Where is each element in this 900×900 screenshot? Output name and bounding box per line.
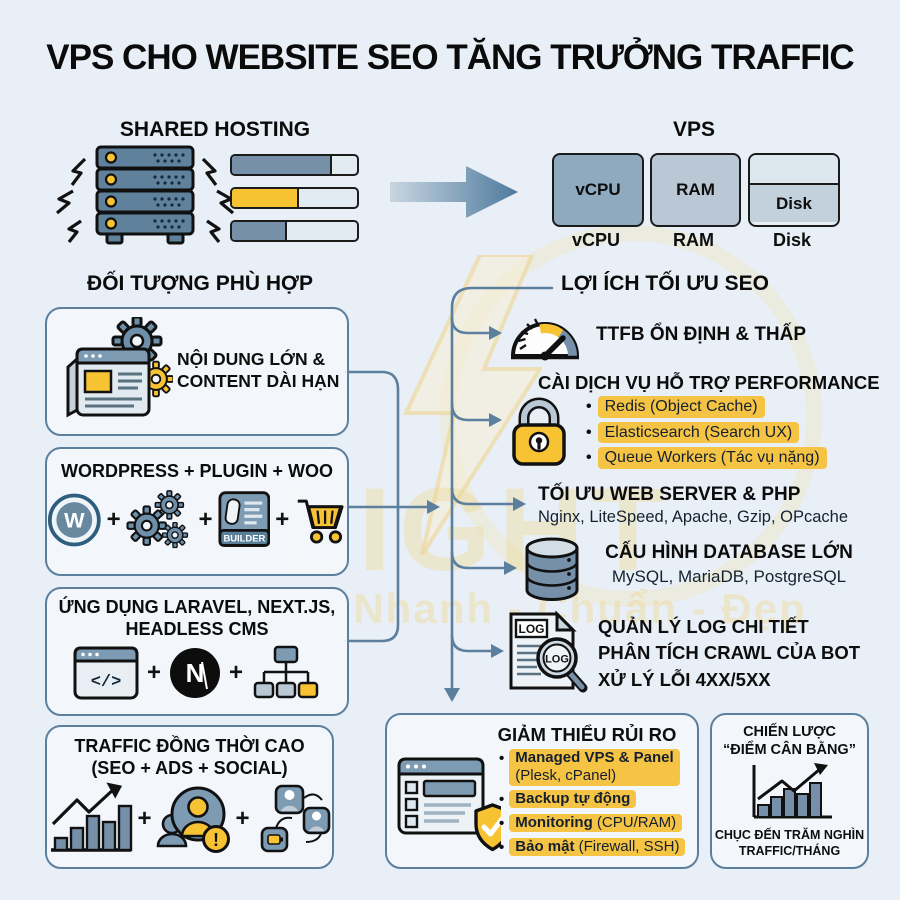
usage-bar-3 [230, 220, 359, 242]
benefit-webserver-subtitle: Nginx, LiteSpeed, Apache, Gzip, OPcache [538, 508, 849, 526]
risk-item: Backup tự động [509, 789, 637, 808]
disk-box: Disk [748, 153, 840, 227]
users-warning-icon: ! [156, 786, 230, 853]
speedometer-icon [511, 318, 579, 361]
audience-box-wordpress: WORDPRESS + PLUGIN + WOO W + [45, 447, 349, 576]
bullet: • [499, 790, 505, 808]
risk-items: • Managed VPS & Panel(Plesk, cPanel) • B… [499, 749, 691, 862]
benefit-database-subtitle: MySQL, MariaDB, PostgreSQL [611, 567, 847, 586]
benefit-database-title: CẤU HÌNH DATABASE LỚN [605, 542, 853, 563]
vcpu-box-text: vCPU [575, 180, 621, 199]
shared-hosting-label: SHARED HOSTING [119, 118, 311, 141]
panel-shield-icon [397, 757, 501, 852]
svg-text:BUILDER: BUILDER [223, 533, 265, 544]
ram-box: RAM [650, 153, 741, 227]
benefit-webserver-title: TỐI ƯU WEB SERVER & PHP [538, 484, 801, 505]
audience-box-wordpress-title: WORDPRESS + PLUGIN + WOO [60, 461, 334, 481]
performance-item: Redis (Object Cache) [597, 396, 765, 418]
plus-sign: + [137, 804, 152, 832]
benefit-performance-title: CÀI DỊCH VỤ HỖ TRỢ PERFORMANCE [538, 372, 880, 393]
audience-box-frameworks: ỨNG DỤNG LARAVEL, NEXT.JS, HEADLESS CMS … [45, 587, 349, 716]
audience-box-traffic-title: TRAFFIC ĐỒNG THỜI CAO (SEO + ADS + SOCIA… [74, 736, 305, 778]
svg-text:N: N [186, 658, 205, 688]
bullet: • [586, 423, 592, 441]
code-window-icon: </> [73, 646, 139, 700]
plus-sign: + [198, 505, 213, 533]
cart-icon [298, 499, 344, 544]
log-magnifier-icon: LOG LOG [509, 610, 588, 693]
left-column-heading: ĐỐI TƯỢNG PHÙ HỢP [87, 272, 313, 295]
arrow-right-icon [390, 166, 518, 218]
audience-box-content-title: NỘI DUNG LỚN & CONTENT DÀI HẠN [177, 349, 340, 391]
ram-box-text: RAM [676, 180, 715, 199]
vps-label: VPS [672, 118, 716, 141]
risk-box-title: GIẢM THIỂU RỦI RO [497, 724, 677, 745]
bullet: • [586, 398, 592, 415]
right-column-heading: LỢI ÍCH TỐI ƯU SEO [560, 272, 769, 295]
bullet: • [499, 750, 505, 767]
gears-icon [126, 490, 188, 549]
plus-sign: + [146, 658, 161, 686]
lock-icon [512, 397, 566, 466]
growth-chart-icon [752, 763, 832, 819]
social-share-icon [260, 784, 330, 853]
bullet: • [499, 814, 505, 832]
newspaper-gears-icon [66, 317, 173, 418]
bullet: • [499, 839, 505, 857]
performance-items: • Redis (Object Cache) • Elasticsearch (Se… [586, 396, 827, 473]
audience-box-content: NỘI DUNG LỚN & CONTENT DÀI HẠN [45, 307, 349, 436]
risk-item: Managed VPS & Panel(Plesk, cPanel) [509, 749, 680, 786]
risk-item: Bảo mật (Firewall, SSH) [509, 838, 686, 857]
svg-text:!: ! [213, 830, 219, 850]
strategy-box-title: CHIẾN LƯỢC “ĐIỂM CÂN BẰNG” [723, 724, 856, 759]
svg-text:LOG: LOG [519, 622, 545, 636]
wordpress-icon: W [47, 493, 101, 547]
sitemap-icon [253, 645, 319, 699]
watermark-tagline: Nhanh - Chuẩn - Đẹp [353, 585, 807, 632]
database-icon [525, 537, 579, 601]
benefit-database-text: CẤU HÌNH DATABASE LỚN MySQL, MariaDB, Po… [596, 542, 862, 587]
vcpu-caption: vCPU [571, 230, 620, 250]
plus-sign: + [106, 505, 121, 533]
usage-bar-2 [230, 187, 359, 209]
plus-sign: + [275, 505, 290, 533]
risk-item: Monitoring (CPU/RAM) [509, 813, 683, 833]
strategy-box: CHIẾN LƯỢC “ĐIỂM CÂN BẰNG” CHỤC ĐẾN TRĂM… [710, 713, 869, 869]
risk-box: GIẢM THIỂU RỦI RO • Managed VPS & Panel(… [385, 713, 699, 869]
plus-sign: + [229, 658, 244, 686]
benefit-ttfb-title: TTFB ỔN ĐỊNH & THẤP [596, 324, 807, 345]
strategy-box-caption: CHỤC ĐẾN TRĂM NGHÌN TRAFFIC/THÁNG [714, 828, 865, 858]
svg-text:W: W [64, 507, 85, 532]
server-rack-icon [55, 145, 235, 245]
nextjs-icon: N [170, 647, 220, 698]
bullet: • [586, 449, 592, 467]
usage-bar-1 [230, 154, 359, 176]
audience-box-frameworks-title: ỨNG DỤNG LARAVEL, NEXT.JS, HEADLESS CMS [58, 597, 336, 639]
disk-caption: Disk [772, 230, 812, 250]
page-title: VPS CHO WEBSITE SEO TĂNG TRƯỞNG TRAFFIC [46, 38, 854, 77]
builder-icon: BUILDER [217, 491, 270, 547]
vcpu-box: vCPU [552, 153, 644, 227]
ram-caption: RAM [673, 230, 714, 250]
plus-sign: + [235, 804, 250, 832]
bar-chart-icon [51, 782, 133, 852]
svg-text:</>: </> [91, 673, 122, 692]
performance-item: Queue Workers (Tác vụ nặng) [597, 447, 827, 469]
audience-box-traffic: TRAFFIC ĐỒNG THỜI CAO (SEO + ADS + SOCIA… [45, 725, 334, 869]
disk-box-text: Disk [776, 193, 812, 213]
benefit-logs-title: QUẢN LÝ LOG CHI TIẾT PHÂN TÍCH CRAWL CỦA… [598, 616, 861, 690]
svg-text:LOG: LOG [545, 654, 569, 666]
performance-item: Elasticsearch (Search UX) [597, 421, 800, 444]
